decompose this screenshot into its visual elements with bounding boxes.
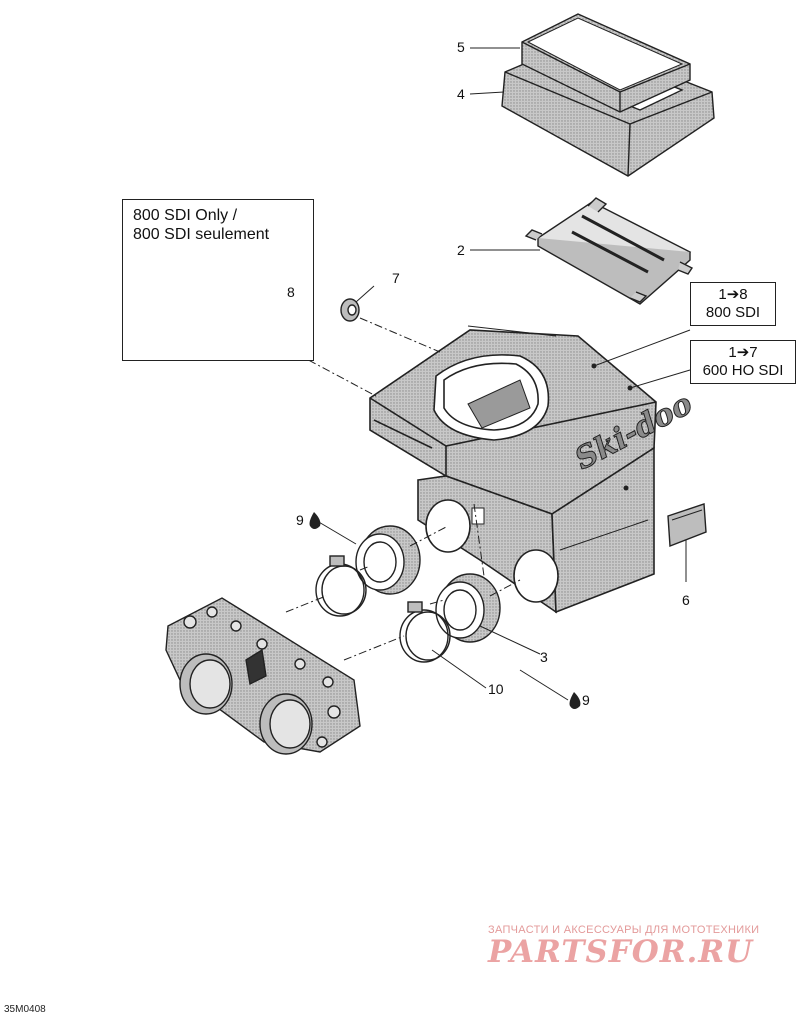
callout-3: 3 bbox=[540, 649, 548, 665]
part-6-decal bbox=[667, 503, 707, 547]
watermark-tagline: ЗАПЧАСТИ И АКСЕССУАРЫ ДЛЯ МОТОТЕХНИКИ bbox=[488, 924, 760, 936]
watermark: ЗАПЧАСТИ И АКСЕССУАРЫ ДЛЯ МОТОТЕХНИКИ PA… bbox=[488, 924, 788, 970]
callout-8: 8 bbox=[287, 284, 295, 300]
pointer-dot bbox=[627, 385, 633, 391]
part-7-grommet bbox=[340, 298, 360, 322]
part-10-clamp-lower bbox=[399, 601, 451, 663]
part-3-adaptor-lower bbox=[435, 573, 501, 643]
watermark-brand: PARTSFOR.RU bbox=[488, 934, 754, 970]
part-1-airbox-housing bbox=[369, 325, 657, 614]
callout-4: 4 bbox=[457, 86, 465, 102]
pointer-dot bbox=[591, 363, 597, 369]
callout-5: 5 bbox=[457, 39, 465, 55]
throttle-body-assembly bbox=[165, 597, 361, 755]
callout-9-lower: 9 bbox=[582, 692, 590, 708]
info-box-800-sdi: 1➔8 800 SDI bbox=[690, 282, 776, 326]
info-box-2-line-2: 600 HO SDI bbox=[702, 362, 784, 379]
callout-9-upper: 9 bbox=[296, 512, 304, 528]
part-3-adaptor-upper bbox=[355, 525, 421, 595]
figure-code: 35M0408 bbox=[4, 1004, 46, 1015]
callout-6: 6 bbox=[682, 592, 690, 608]
info-box-600-ho-sdi: 1➔7 600 HO SDI bbox=[690, 340, 796, 384]
part-10-clamp-upper bbox=[315, 555, 367, 617]
info-box-2-line-1: 1➔7 bbox=[728, 344, 758, 361]
info-box-1-line-2: 800 SDI bbox=[705, 304, 761, 321]
part-2-plate bbox=[524, 197, 694, 305]
part-5-filter-pad bbox=[521, 13, 691, 113]
note-line-2: 800 SDI seulement bbox=[133, 226, 270, 243]
pointer-dot bbox=[623, 485, 629, 491]
note-box-800-sdi: 800 SDI Only / 800 SDI seulement bbox=[122, 199, 314, 361]
drop-icon bbox=[569, 692, 581, 709]
callout-10: 10 bbox=[488, 681, 504, 697]
info-box-1-line-1: 1➔8 bbox=[718, 286, 748, 303]
callout-2: 2 bbox=[457, 242, 465, 258]
drop-icon bbox=[309, 512, 321, 529]
note-line-1: 800 SDI Only / bbox=[133, 207, 238, 224]
callout-7: 7 bbox=[392, 270, 400, 286]
